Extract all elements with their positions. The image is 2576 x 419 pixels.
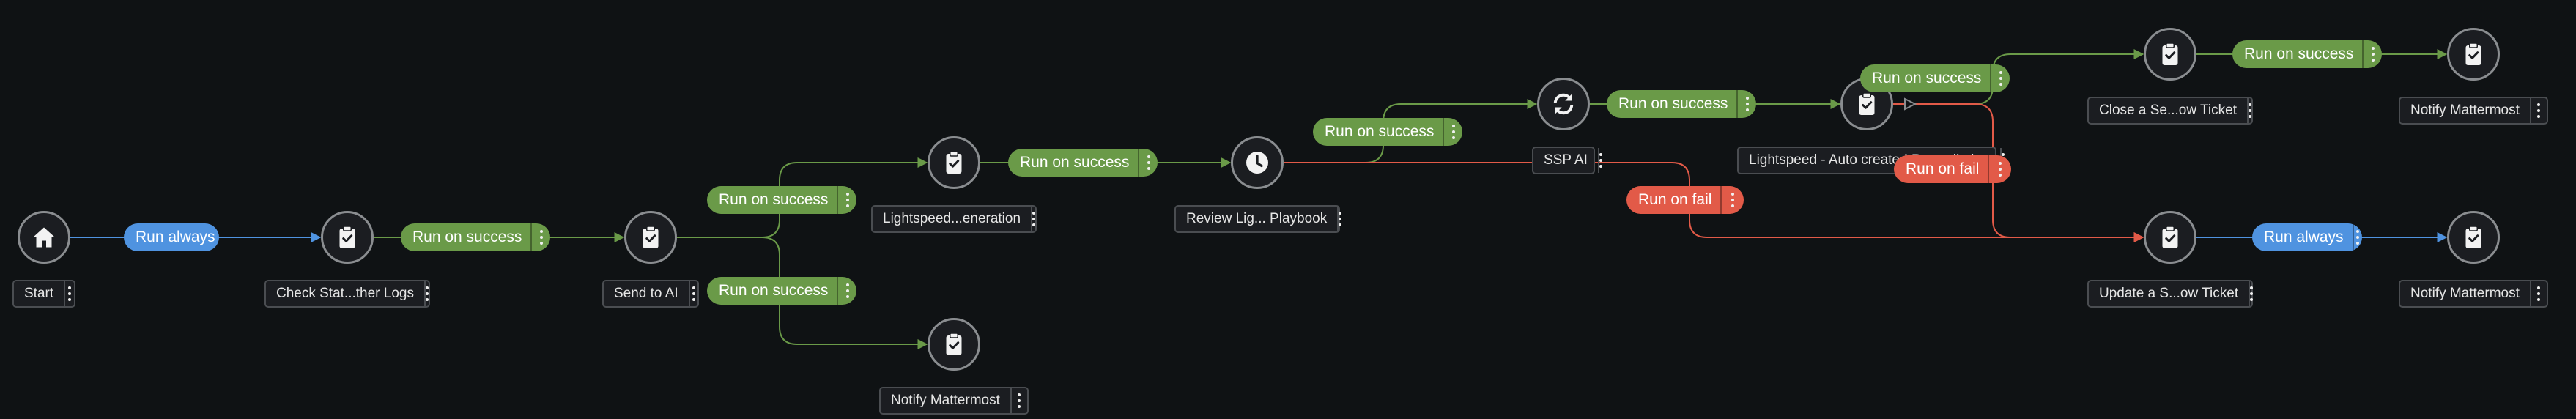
clipboard-check-icon — [334, 224, 360, 251]
node-notify3[interactable] — [2447, 211, 2500, 264]
node-start[interactable] — [18, 211, 70, 264]
edge-label-text: Run on success — [719, 191, 829, 208]
node-review[interactable] — [1231, 136, 1284, 189]
sync-icon — [1550, 91, 1577, 117]
node-kebab-menu-icon[interactable] — [2246, 98, 2251, 123]
edge-kebab-menu-icon[interactable] — [1988, 155, 2011, 183]
node-kebab-menu-icon[interactable] — [1337, 207, 1342, 231]
edge-label-e7[interactable]: Run on success — [1607, 90, 1756, 118]
node-check[interactable] — [321, 211, 374, 264]
node-label-lsgen[interactable]: Lightspeed...eneration — [871, 205, 1037, 233]
clipboard-check-icon — [637, 224, 664, 251]
node-label-notify2[interactable]: Notify Mattermost — [2399, 97, 2548, 125]
node-label-text: Notify Mattermost — [2410, 286, 2520, 301]
edge-label-text: Run on success — [412, 229, 522, 245]
edge-kebab-menu-icon[interactable] — [1443, 118, 1462, 146]
edge-kebab-menu-icon[interactable] — [2352, 223, 2362, 251]
node-kebab-menu-icon[interactable] — [2249, 281, 2254, 306]
edge-label-text: Run on success — [2244, 45, 2354, 62]
node-kebab-menu-icon[interactable] — [424, 281, 429, 306]
collapsed-branch-icon — [1904, 97, 1917, 111]
edge-label-text: Run on success — [719, 282, 829, 299]
node-notify1[interactable] — [928, 318, 980, 371]
node-label-review[interactable]: Review Lig... Playbook — [1174, 205, 1342, 233]
node-label-notify3[interactable]: Notify Mattermost — [2399, 280, 2548, 308]
clipboard-check-icon — [941, 331, 967, 357]
node-label-text: Notify Mattermost — [2410, 103, 2520, 118]
clipboard-check-icon — [941, 149, 967, 176]
node-kebab-menu-icon[interactable] — [2529, 98, 2547, 123]
edge-label-text: Run on fail — [1638, 191, 1712, 208]
edge-label-e4[interactable]: Run on success — [707, 277, 856, 305]
home-icon — [31, 224, 57, 251]
node-label-text: Review Lig... Playbook — [1186, 211, 1328, 226]
node-kebab-menu-icon[interactable] — [1010, 388, 1027, 413]
node-label-start[interactable]: Start — [12, 280, 75, 308]
edge-label-e5[interactable]: Run on success — [1008, 149, 1158, 177]
edge-label-text: Run on fail — [1906, 160, 1980, 177]
node-update[interactable] — [2144, 211, 2196, 264]
edge-kebab-menu-icon[interactable] — [837, 277, 856, 305]
edge-label-e6[interactable]: Run on success — [1313, 118, 1462, 146]
edge-label-e8[interactable]: Run on fail — [1626, 186, 1744, 214]
node-send[interactable] — [624, 211, 677, 264]
node-label-text: Close a Se...ow Ticket — [2099, 103, 2237, 118]
edge-kebab-menu-icon[interactable] — [530, 223, 550, 251]
edge-label-e9[interactable]: Run on success — [1860, 64, 2010, 92]
edge-label-text: Run always — [136, 229, 215, 245]
edge-kebab-menu-icon[interactable] — [1720, 186, 1744, 214]
node-label-close[interactable]: Close a Se...ow Ticket — [2087, 97, 2253, 125]
node-label-ssp[interactable]: SSP AI — [1532, 147, 1602, 174]
edge-kebab-menu-icon[interactable] — [2362, 40, 2382, 68]
edge-label-text: Run on success — [1325, 123, 1435, 140]
node-label-send[interactable]: Send to AI — [602, 280, 699, 308]
edge-label-e10[interactable]: Run on fail — [1894, 155, 2011, 183]
edge-label-text: Run on success — [1020, 154, 1130, 171]
node-label-text: Lightspeed...eneration — [883, 211, 1021, 226]
node-label-text: Send to AI — [614, 286, 678, 301]
clipboard-check-icon — [2157, 41, 2183, 67]
edge-label-e11[interactable]: Run on success — [2232, 40, 2382, 68]
node-label-notify1[interactable]: Notify Mattermost — [879, 387, 1029, 415]
edge-label-e1[interactable]: Run always — [124, 223, 219, 251]
clipboard-check-icon — [2460, 41, 2487, 67]
node-kebab-menu-icon[interactable] — [688, 281, 697, 306]
edge-label-e12[interactable]: Run always — [2252, 223, 2362, 251]
clipboard-check-icon — [2157, 224, 2183, 251]
node-label-update[interactable]: Update a S...ow Ticket — [2087, 280, 2254, 308]
node-kebab-menu-icon[interactable] — [1597, 148, 1602, 173]
clipboard-check-icon — [2460, 224, 2487, 251]
edge-kebab-menu-icon[interactable] — [1138, 149, 1158, 177]
edge-kebab-menu-icon[interactable] — [1990, 64, 2010, 92]
node-label-text: SSP AI — [1544, 152, 1588, 168]
edge-label-text: Run always — [2264, 229, 2344, 245]
clipboard-check-icon — [1854, 91, 1880, 117]
node-label-text: Notify Mattermost — [891, 393, 1000, 408]
node-kebab-menu-icon[interactable] — [2529, 281, 2547, 306]
edge-kebab-menu-icon[interactable] — [837, 186, 856, 214]
edge-label-text: Run on success — [1618, 95, 1728, 112]
node-ssp[interactable] — [1537, 78, 1590, 130]
node-label-text: Check Stat...ther Logs — [276, 286, 414, 301]
node-label-text: Update a S...ow Ticket — [2099, 286, 2239, 301]
node-kebab-menu-icon[interactable] — [64, 281, 74, 306]
edge-label-e2[interactable]: Run on success — [401, 223, 550, 251]
edge-kebab-menu-icon[interactable] — [1736, 90, 1756, 118]
node-close[interactable] — [2144, 28, 2196, 81]
node-lsgen[interactable] — [928, 136, 980, 189]
clock-icon — [1244, 149, 1270, 176]
node-kebab-menu-icon[interactable] — [1031, 207, 1036, 231]
node-label-check[interactable]: Check Stat...ther Logs — [264, 280, 430, 308]
edge-label-e3[interactable]: Run on success — [707, 186, 856, 214]
node-label-text: Start — [24, 286, 54, 301]
node-notify2[interactable] — [2447, 28, 2500, 81]
edge-label-text: Run on success — [1872, 70, 1982, 86]
